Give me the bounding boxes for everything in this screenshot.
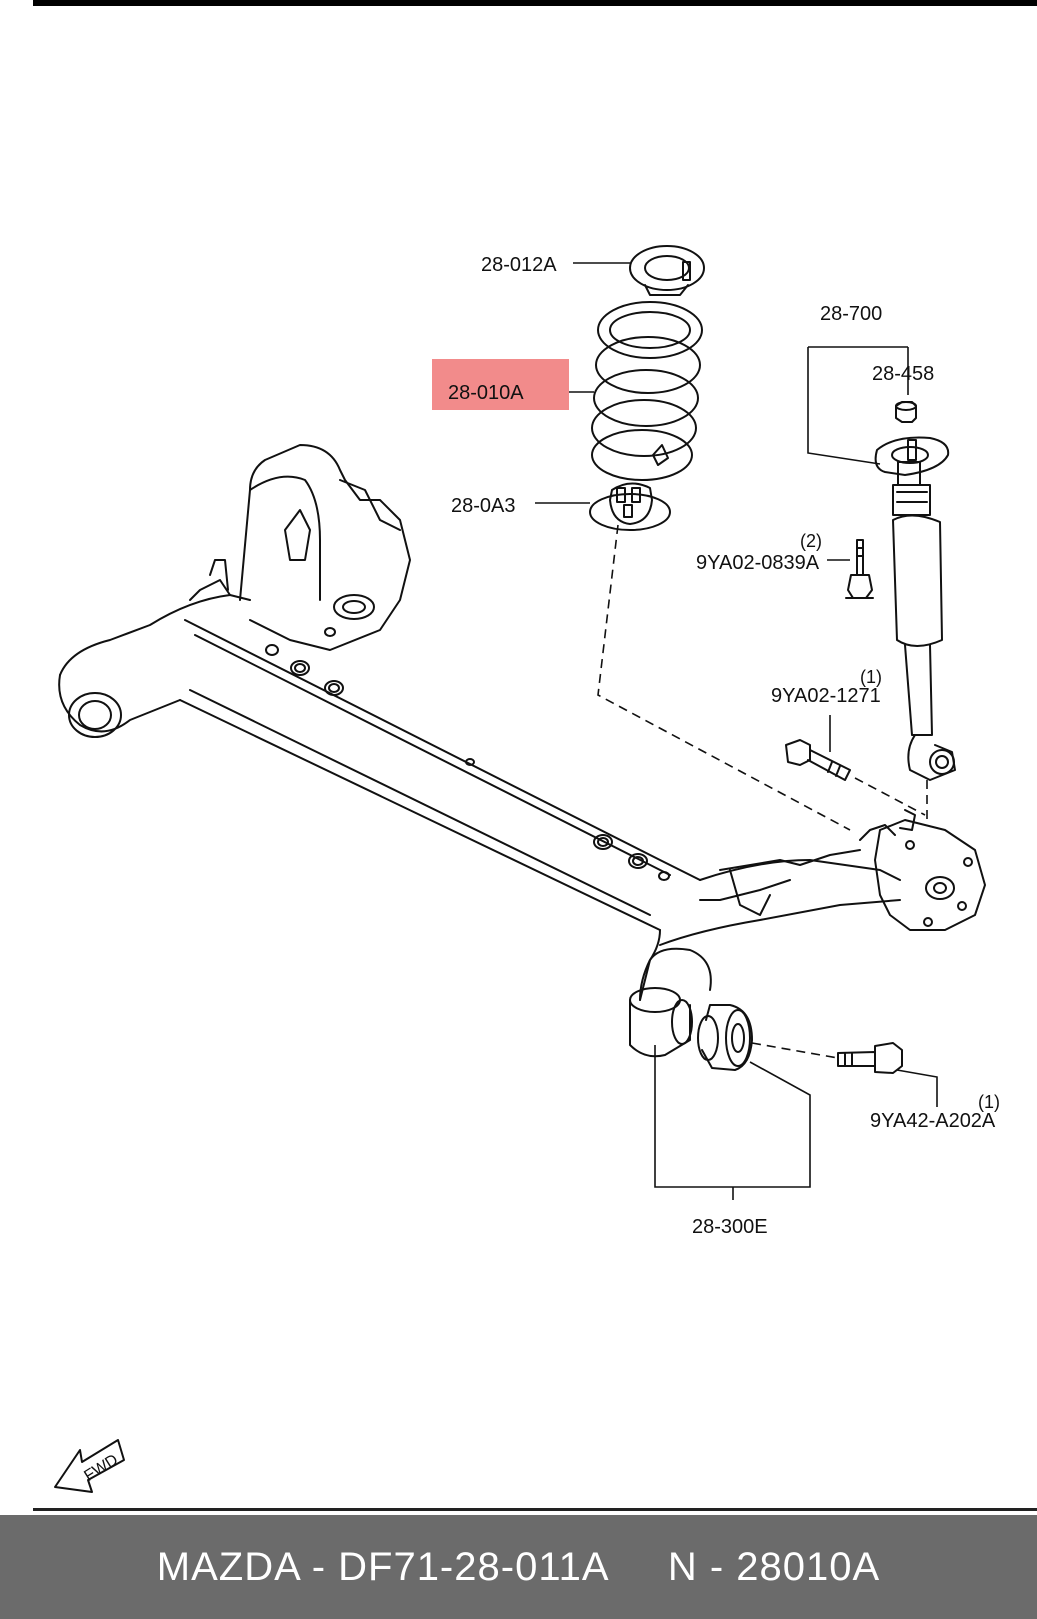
label-bushing: 28-300E	[692, 1216, 768, 1238]
label-lower-bolt: 9YA02-1271	[771, 685, 881, 707]
leader-lines	[535, 262, 938, 1200]
label-upper-spring-seat: 28-012A	[481, 254, 557, 276]
part-number-caption: MAZDA - DF71-28-011A N - 28010A	[156, 1544, 881, 1589]
label-lower-bolt-qty: (1)	[860, 667, 882, 687]
bushing-housing	[629, 947, 712, 1058]
bushing-bolt	[837, 1042, 903, 1074]
footer-bar: MAZDA - DF71-28-011A N - 28010A	[0, 1515, 1037, 1619]
shock-absorber	[874, 436, 956, 781]
torsion-beam-axle	[58, 444, 986, 1001]
label-shock-bolt: 9YA02-0839A	[696, 552, 820, 574]
label-lower-spring-seat: 28-0A3	[451, 495, 516, 517]
label-shock-bolt-qty: (2)	[800, 531, 822, 551]
highlight-box	[432, 359, 569, 410]
nut	[895, 401, 917, 423]
bushing	[697, 1004, 753, 1071]
shock-bolt	[845, 539, 874, 599]
label-bushing-bolt-qty: (1)	[978, 1092, 1000, 1112]
fwd-label: FWD	[81, 1451, 121, 1485]
lower-shock-bolt	[785, 739, 851, 781]
label-coil-spring: 28-010A	[448, 382, 524, 404]
lower-spring-seat	[589, 482, 671, 531]
footer-divider	[33, 1508, 1037, 1511]
coil-spring	[591, 301, 703, 481]
label-nut: 28-458	[872, 363, 934, 385]
assembly-dashed-lines	[597, 524, 928, 1059]
top-border	[33, 0, 1037, 6]
upper-spring-seat	[629, 245, 705, 296]
label-bushing-bolt: 9YA42-A202A	[870, 1110, 996, 1132]
label-shock-absorber: 28-700	[820, 303, 882, 325]
rear-suspension-diagram: 28-012A 28-010A 28-0A3 28-700 28-458 (2)…	[54, 245, 1000, 1493]
fwd-arrow-icon	[54, 1439, 125, 1493]
